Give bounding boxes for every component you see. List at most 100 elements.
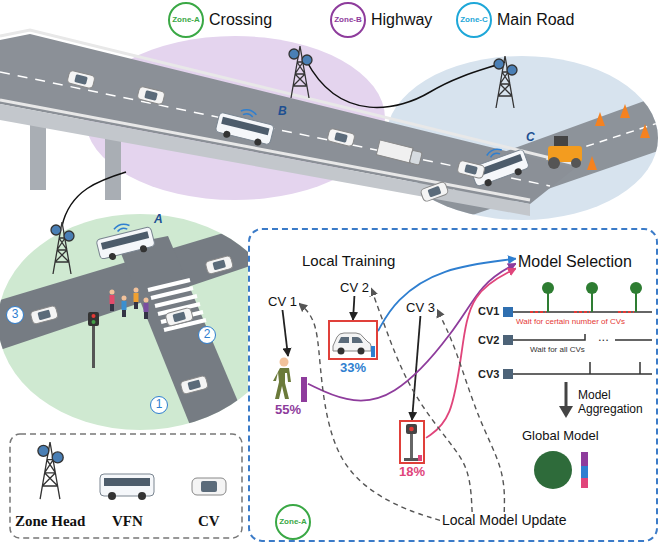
pedestrians (110, 295, 115, 304)
zone-badge-text: Zone-A (172, 15, 200, 25)
sample-picture (268, 356, 308, 402)
cv-car (205, 255, 233, 274)
sample-picture (399, 420, 425, 464)
sample-picture (338, 348, 345, 355)
pedestrians (122, 296, 127, 318)
zone-name: Highway (371, 10, 432, 29)
truck (376, 140, 422, 165)
zone-areas (0, 214, 282, 430)
cv-car (420, 181, 449, 202)
aggregation-arrow (559, 382, 573, 418)
pedestrians (144, 298, 149, 303)
legend-box (138, 492, 146, 500)
selection-timeline (513, 362, 652, 374)
timeline-ellipsis: ... (598, 329, 609, 345)
connector (426, 268, 516, 438)
global-model-picture (534, 451, 572, 489)
selection-timeline (548, 292, 636, 312)
bus-letter: A (154, 212, 163, 226)
cv-car (172, 311, 186, 322)
construction (571, 158, 581, 168)
step-heading: Model Selection (516, 252, 634, 271)
selection-timeline (530, 311, 634, 313)
global-model-text: Global Model (520, 428, 601, 444)
cv-car (457, 160, 485, 179)
zone-badge: Zone-A Crossing (168, 2, 272, 38)
selection-timeline (542, 282, 554, 294)
pedestrians (122, 310, 126, 317)
inset-panel: CV 1CV 2CV 355%33%18%Model SelectionMode… (248, 228, 658, 542)
zone-badge-text: Zone-A (279, 517, 307, 527)
global-model-picture (581, 452, 588, 466)
zone-head-tower (289, 46, 312, 98)
zone-head-tower (51, 225, 61, 235)
zone-head-tower (51, 222, 74, 274)
zone-head-tower (289, 49, 299, 59)
share-percent: 55% (274, 402, 302, 418)
vfn-bus (223, 130, 231, 138)
zone-head-tower (302, 55, 312, 65)
construction (548, 157, 560, 169)
sample-picture (301, 377, 307, 402)
global-model-picture (525, 448, 595, 492)
selection-timeline (530, 311, 546, 313)
zone-badge-circle: Zone-A (168, 2, 204, 38)
zone-name: Main Road (497, 10, 574, 29)
legend-box (192, 478, 226, 495)
sample-picture (273, 368, 291, 399)
cables (306, 60, 505, 107)
zone-head-tower (494, 56, 517, 108)
selection-timeline (503, 335, 513, 345)
cv-car (144, 90, 158, 101)
connector (282, 310, 288, 356)
selection-timeline (503, 282, 652, 379)
step-heading-text: Model Aggregation (576, 388, 645, 417)
cv-car (187, 379, 201, 390)
legend-box (108, 492, 116, 500)
legend-box (52, 452, 63, 463)
global-model: Global Model (520, 428, 601, 496)
zone-name: Crossing (209, 10, 272, 29)
cv-car (37, 309, 51, 320)
selection-timeline (542, 282, 642, 294)
legend-box (38, 445, 49, 456)
legend-text: VFN (112, 512, 143, 530)
vfn-bus (484, 178, 493, 187)
callout-number: 1 (150, 396, 168, 414)
sample-picture (404, 458, 419, 461)
zone-badge-circle: Zone-B (330, 2, 366, 38)
crossing-roads (118, 236, 250, 440)
sample-picture (358, 348, 365, 355)
connector (299, 303, 440, 520)
pedestrians (110, 290, 115, 312)
step-heading-text: Model Selection (516, 252, 634, 271)
cables (62, 60, 505, 226)
connector (378, 259, 516, 331)
sample-picture (409, 427, 414, 432)
construction (587, 156, 597, 170)
cv-car (205, 255, 233, 274)
legend-text: Zone Head (15, 512, 85, 530)
global-model-picture (581, 466, 588, 478)
cv-label-text: CV 3 (404, 300, 437, 316)
legend-text: CV (198, 512, 220, 530)
vfn-bus (486, 147, 503, 158)
cv-car (67, 70, 95, 89)
callout-number: 2 (198, 326, 216, 344)
legend-box (100, 474, 154, 500)
cv-car (165, 307, 193, 326)
cv-car (464, 164, 478, 175)
timeline-note: Wait for all CVs (530, 345, 585, 355)
zone-badge: Zone-CMain Road (456, 2, 574, 38)
pedestrians (144, 298, 149, 320)
construction (548, 136, 582, 169)
cv-car (212, 259, 226, 270)
crossing-roads (148, 280, 206, 330)
pedestrians (134, 293, 139, 302)
truck (409, 150, 422, 165)
connector (353, 296, 354, 320)
zone-badge: Zone-A (275, 504, 311, 540)
selection-timeline (547, 292, 549, 312)
connector (308, 264, 516, 401)
